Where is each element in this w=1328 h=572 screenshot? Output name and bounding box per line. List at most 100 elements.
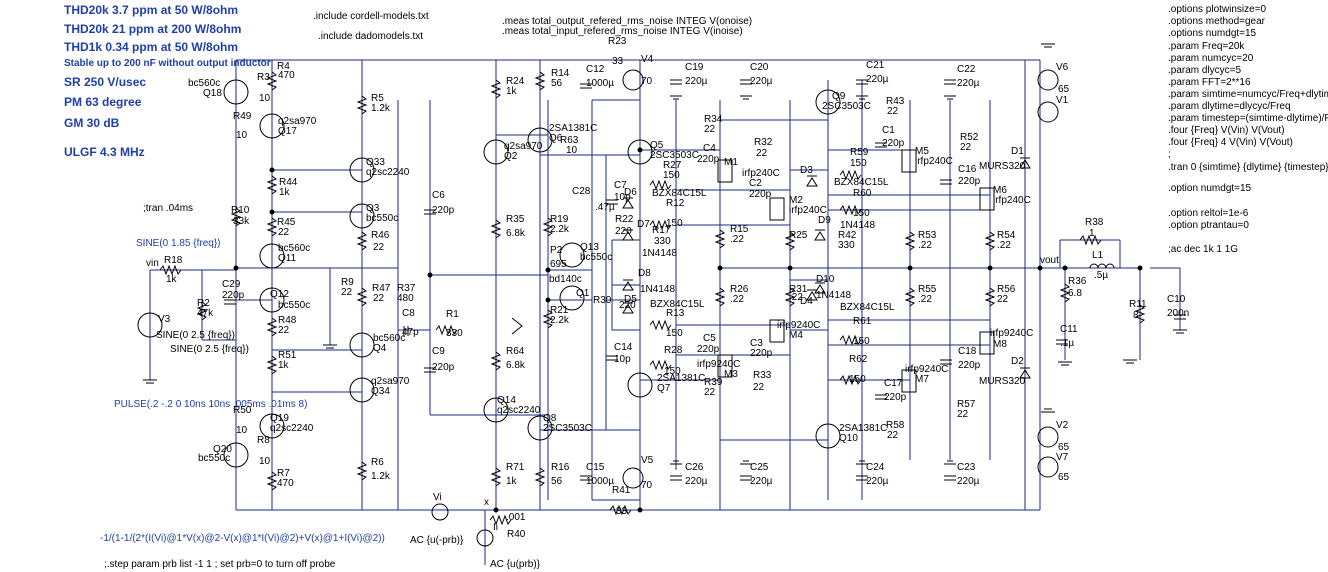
- component-label: 1N4148: [640, 284, 675, 295]
- component-label: 22: [341, 287, 353, 298]
- component-label: 56: [551, 78, 563, 89]
- component-label: 150: [850, 158, 867, 169]
- component-label: C4: [703, 143, 716, 154]
- component-label: V3: [158, 314, 171, 325]
- component-label: 1k: [506, 86, 518, 97]
- component-label: R28: [664, 345, 683, 356]
- spec-line-3: THD1k 0.34 ppm at 50 W/8ohm: [64, 40, 238, 54]
- component-label: Q7: [657, 383, 671, 394]
- component-label: 2SC3503C: [650, 150, 699, 161]
- component-label: Q18: [203, 88, 222, 99]
- spec-annotations: THD20k 3.7 ppm at 50 W/8ohm THD20k 21 pp…: [64, 3, 271, 159]
- component-label: 22: [373, 293, 385, 304]
- component-label: L1: [1092, 250, 1104, 261]
- component-label: BZX84C15L: [650, 299, 705, 310]
- component-label: C10: [1167, 294, 1186, 305]
- component-label: 2.2k: [550, 315, 570, 326]
- component-label: R32: [754, 137, 773, 148]
- component-label: Q9: [832, 91, 846, 102]
- component-label: R5: [371, 93, 384, 104]
- component-label: C14: [614, 342, 633, 353]
- component-label: R11: [1129, 299, 1147, 310]
- component-label: 330: [654, 236, 671, 247]
- component-label: M7: [915, 374, 929, 385]
- component-label: bc560c: [188, 78, 220, 89]
- component-label: C2: [749, 178, 762, 189]
- component-label: Q6: [549, 133, 563, 144]
- component-label: Q4: [373, 343, 387, 354]
- component-label: R54: [997, 230, 1016, 241]
- component-labels: bc560cQ18R4470R310R4910q2sa970Q17R51.2kR…: [146, 36, 1189, 540]
- component-label: vout: [1040, 255, 1059, 266]
- component-label: 70: [641, 480, 653, 491]
- component-label: 150: [849, 374, 866, 385]
- component-label: vin: [146, 258, 159, 269]
- component-label: R36: [1068, 276, 1087, 287]
- component-label: MURS320: [979, 161, 1026, 172]
- component-label: 220µ: [685, 476, 708, 487]
- component-label: 33: [616, 506, 628, 517]
- component-label: R42: [838, 230, 857, 241]
- component-label: 1k: [278, 360, 290, 371]
- component-label: Q14: [497, 395, 516, 406]
- component-label: 47k: [197, 308, 214, 319]
- component-label: Q20: [213, 444, 232, 455]
- option-line: .param numcyc=20: [1168, 53, 1254, 64]
- component-label: R38: [1085, 217, 1104, 228]
- component-label: C28: [572, 186, 591, 197]
- component-label: 56: [551, 476, 563, 487]
- component-label: Q12: [270, 289, 289, 300]
- component-label: D5: [624, 294, 637, 305]
- component-label: q2sa970: [278, 116, 317, 127]
- source-annotations: ;tran .04ms SINE(0 1.85 {freq}) PULSE(.2…: [100, 203, 541, 570]
- component-label: R10: [231, 205, 250, 216]
- component-label: 65: [1058, 84, 1070, 95]
- component-label: irfp240C: [742, 168, 780, 179]
- component-label: C22: [957, 64, 976, 75]
- option-line: .param dlycyc=5: [1168, 65, 1242, 76]
- component-label: 22: [887, 106, 899, 117]
- component-label: Q3: [366, 203, 380, 214]
- component-label: R4: [277, 61, 290, 72]
- component-label: 150: [853, 208, 870, 219]
- component-label: V4: [641, 54, 654, 65]
- component-label: R1: [446, 309, 459, 320]
- option-line: .param FFT=2**16: [1168, 77, 1251, 88]
- component-label: 480: [397, 293, 414, 304]
- component-label: R33: [753, 370, 772, 381]
- component-label: R14: [551, 68, 570, 79]
- component-label: irfp9240C: [905, 364, 948, 375]
- component-label: C3: [750, 338, 763, 349]
- option-line: .options plotwinsize=0: [1168, 4, 1267, 15]
- ac-source-pos: AC {u(prb)}: [490, 559, 541, 570]
- meas-directive-1: .meas total_output_refered_rms_noise INT…: [502, 16, 752, 27]
- component-label: MURS320: [979, 376, 1026, 387]
- component-label: 22: [278, 227, 290, 238]
- perf-phase-margin: PM 63 degree: [64, 95, 142, 109]
- component-label: 150: [664, 366, 681, 377]
- component-label: 10: [259, 93, 271, 104]
- component-label: 22: [278, 325, 290, 336]
- component-label: V2: [1056, 420, 1069, 431]
- component-label: 220p: [697, 154, 720, 165]
- component-label: R12: [666, 198, 685, 209]
- component-label: R21: [550, 305, 569, 316]
- sine-source-1: SINE(0 1.85 {freq}): [136, 238, 221, 249]
- component-label: 1: [1089, 228, 1095, 239]
- include-directive-2: .include dadomodels.txt: [318, 31, 423, 42]
- component-label: R60: [853, 188, 872, 199]
- component-label: .22: [789, 292, 803, 303]
- option-line: .four {Freq} 4 V(Vin) V(Vout): [1168, 137, 1293, 148]
- component-label: irfp240C: [915, 156, 953, 167]
- component-label: R64: [506, 346, 525, 357]
- component-label: q2sc2240: [270, 423, 314, 434]
- component-label: bc550c: [278, 300, 310, 311]
- component-label: C25: [750, 462, 769, 473]
- option-line: .four {Freq} V(Vin) V(Vout): [1168, 125, 1285, 136]
- component-label: R30: [593, 295, 612, 306]
- component-label: R61: [853, 316, 872, 327]
- component-label: R37: [397, 283, 416, 294]
- component-label: 220p: [884, 392, 907, 403]
- component-label: M5: [915, 146, 929, 157]
